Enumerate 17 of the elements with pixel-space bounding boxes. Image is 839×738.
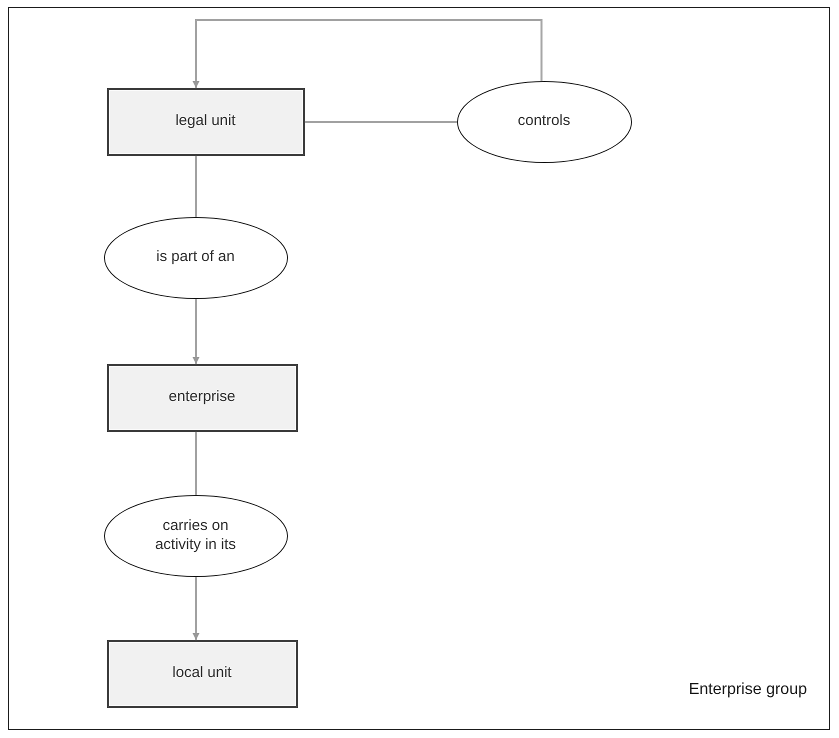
node-label: carries on activity in its <box>154 516 237 554</box>
connector-line <box>195 156 197 217</box>
process-box <box>106 88 304 156</box>
node-label: controls <box>518 112 570 131</box>
process-box <box>106 364 298 432</box>
node-label: local unit <box>172 664 232 683</box>
node-label: legal unit <box>175 112 236 131</box>
connector-line <box>192 299 200 364</box>
connector-line <box>305 121 457 123</box>
group-frame <box>8 7 830 730</box>
connector-line <box>192 577 200 640</box>
connector-line <box>192 19 542 88</box>
group-label: Enterprise group <box>688 681 807 699</box>
process-box <box>106 640 298 708</box>
node-label: enterprise <box>168 388 236 407</box>
connector-line <box>195 432 197 495</box>
node-label: is part of an <box>156 248 235 267</box>
